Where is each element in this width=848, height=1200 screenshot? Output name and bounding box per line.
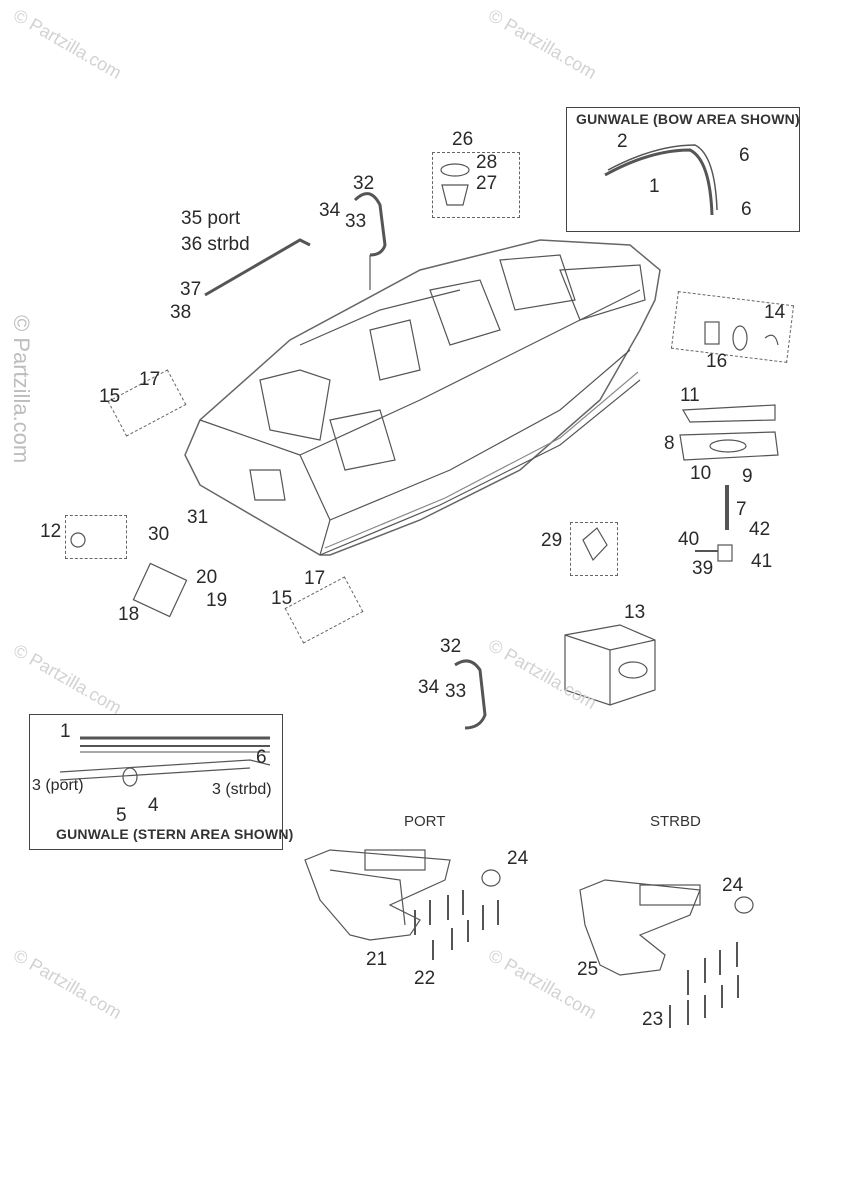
part-label-15-lower: 15 [271,588,293,609]
part-label-24-port: 24 [507,848,529,869]
bolts-port-drawing [414,890,499,960]
part-label-37: 37 [180,279,202,300]
watermark-vertical: © Partzilla.com [9,315,34,464]
grab-rail-upper-drawing [353,192,387,257]
knob-12-drawing [70,532,86,548]
part-label-31: 31 [187,507,209,528]
knob-kit-box [65,515,127,559]
part-label-14: 14 [764,302,786,323]
part-label-22: 22 [414,968,436,989]
hook-kit-box [570,522,618,576]
part-label-30: 30 [148,524,170,545]
bolts-strbd-drawing [669,942,739,1028]
part-label-40: 40 [678,529,700,550]
plate-8-drawing [679,431,779,461]
part-label-4: 4 [148,795,159,816]
boat-hull-drawing [184,239,661,556]
bumper-strbd-drawing [734,896,754,914]
part-label-10: 10 [690,463,712,484]
part-label-25: 25 [577,959,599,980]
trim-tab-strbd-drawing [579,879,701,976]
part-label-35-port: 35 port [181,208,241,229]
part-label-33: 33 [345,211,367,232]
part-label-15-upper: 15 [99,386,121,407]
part-label-1-bow: 1 [649,176,660,197]
part-label-33-lower: 33 [445,681,467,702]
gunwale-bow-callout-box [566,107,800,232]
grab-rail-lower-drawing [454,659,487,730]
part-label-12: 12 [40,521,62,542]
part-label-41: 41 [751,551,773,572]
latch-16-drawing [704,321,720,345]
part-label-3-port: 3 (port) [32,777,84,794]
part-label-38: 38 [170,302,192,323]
part-label-28: 28 [476,152,498,173]
trim-tab-port-drawing [304,849,451,941]
strbd-heading: STRBD [650,813,701,830]
part-label-2-bow: 2 [617,131,628,152]
part-label-29: 29 [541,530,563,551]
gunwale-bow-caption: GUNWALE (BOW AREA SHOWN) [576,111,800,127]
part-label-3-strbd: 3 (strbd) [212,781,272,798]
part-label-23: 23 [642,1009,664,1030]
part-label-17-lower: 17 [304,568,326,589]
part-label-16: 16 [706,351,728,372]
gunwale-bow-drawing [604,148,714,216]
ladder-18-drawing [132,562,188,618]
part-label-7: 7 [736,499,747,520]
part-label-27: 27 [476,173,498,194]
hook-29-drawing [582,527,608,562]
part-label-24-strbd: 24 [722,875,744,896]
part-label-21: 21 [366,949,388,970]
part-label-11: 11 [680,385,700,406]
part-label-39: 39 [692,558,714,579]
cupholder-kit-box [432,152,520,218]
side-rail-drawing [204,238,311,297]
plate-11-drawing [681,404,776,423]
bumper-port-drawing [481,869,501,887]
part-label-5: 5 [116,805,127,826]
part-label-19: 19 [206,590,228,611]
part-label-32: 32 [353,173,375,194]
part-label-34-lower: 34 [418,677,440,698]
part-label-6-bow-lower: 6 [741,199,752,220]
cooler-drawing [564,624,656,706]
part-label-1-stern: 1 [60,721,71,742]
clamp-39-drawing [717,544,733,562]
part-label-9: 9 [742,466,753,487]
gunwale-stern-caption: GUNWALE (STERN AREA SHOWN) [56,826,294,842]
gunwale-stern-callout-box [29,714,283,850]
cupholder-drawing [440,163,470,177]
part-label-20: 20 [196,567,218,588]
part-label-13: 13 [624,602,646,623]
part-label-17-upper: 17 [139,369,161,390]
part-label-32-lower: 32 [440,636,462,657]
port-heading: PORT [404,813,446,830]
part-label-18: 18 [118,604,140,625]
gunwale-stern-drawing [59,736,271,787]
part-label-6-bow-upper: 6 [739,145,750,166]
part-label-8: 8 [664,433,675,454]
part-label-26: 26 [452,129,474,150]
part-label-42: 42 [749,519,771,540]
part-label-6-stern: 6 [256,747,267,768]
part-label-36-strbd: 36 strbd [181,234,250,255]
part-label-34: 34 [319,200,341,221]
